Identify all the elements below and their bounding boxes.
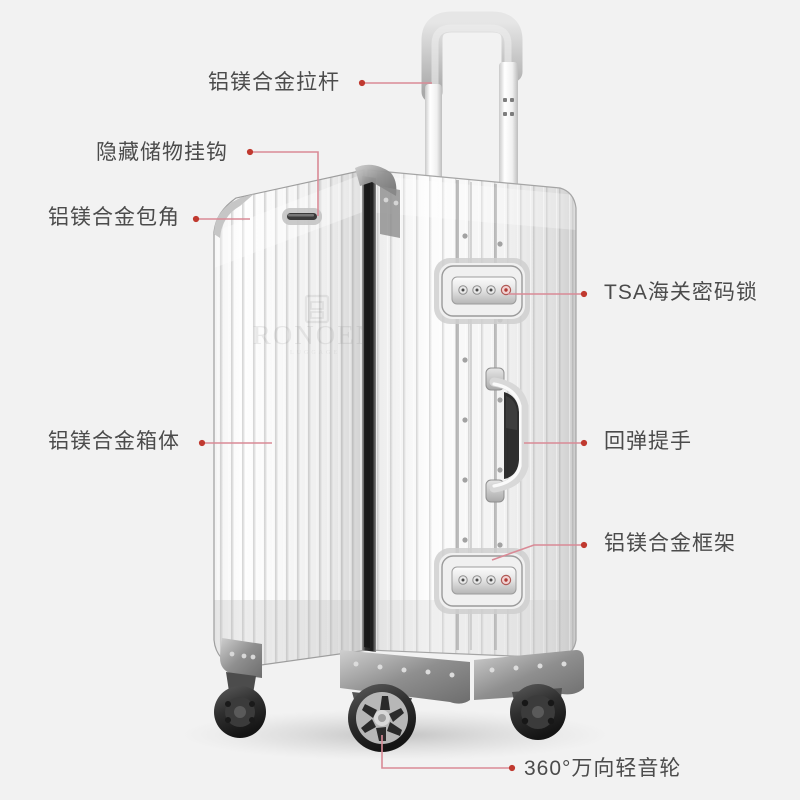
rebound-carry-handle [485,367,529,503]
leader-dot-alloy-frame [580,541,588,549]
leader-dot-rebound-handle [580,439,588,447]
callout-label-rebound-handle: 回弹提手 [604,430,692,453]
suitcase-right-face [368,170,576,658]
hidden-storage-hook [282,208,322,225]
leader-line-alloy-frame [491,544,584,561]
wheel-spokes [361,696,404,741]
leader-line-hidden-hook [250,151,319,216]
brand-watermark: RONOEN LUGGAGE [253,294,378,356]
top-corner-cap [355,164,397,196]
callout-label-alloy-frame: 铝镁合金框架 [604,532,736,555]
telescopic-handle-assembly [421,11,523,214]
callout-label-corner-guard: 铝镁合金包角 [48,206,180,229]
tsa-lock-lower [434,548,530,614]
frame-rivets [462,233,503,548]
suitcase-left-face: RONOEN LUGGAGE [214,170,378,668]
leader-dot-hidden-hook [246,148,254,156]
leader-dot-shell-body [198,439,206,447]
callout-label-shell-body: 铝镁合金箱体 [48,430,180,453]
combination-dials [458,574,512,586]
tsa-lock-upper [434,258,530,324]
leader-line-spinner-wheels [381,735,512,769]
svg-text:RONOEN: RONOEN [253,320,378,350]
callout-label-tsa-lock: TSA海关密码锁 [604,281,758,304]
leader-dot-telescopic-handle [358,79,366,87]
spinner-wheel-front-left [348,684,416,752]
leader-dot-spinner-wheels [508,764,516,772]
spinner-wheel-rear-left [214,672,266,738]
bottom-corner-guards [220,638,584,704]
callout-label-spinner-wheels: 360°万向轻音轮 [524,757,682,780]
svg-text:LUGGAGE: LUGGAGE [290,350,340,356]
left-corner-guard [214,194,254,238]
callout-label-hidden-hook: 隐藏储物挂钩 [96,141,228,164]
combination-dials [458,284,512,296]
spinner-wheel-right [510,684,566,740]
callout-label-telescopic-handle: 铝镁合金拉杆 [208,71,340,94]
leader-dot-tsa-lock [580,290,588,298]
leader-dot-corner-guard [192,215,200,223]
